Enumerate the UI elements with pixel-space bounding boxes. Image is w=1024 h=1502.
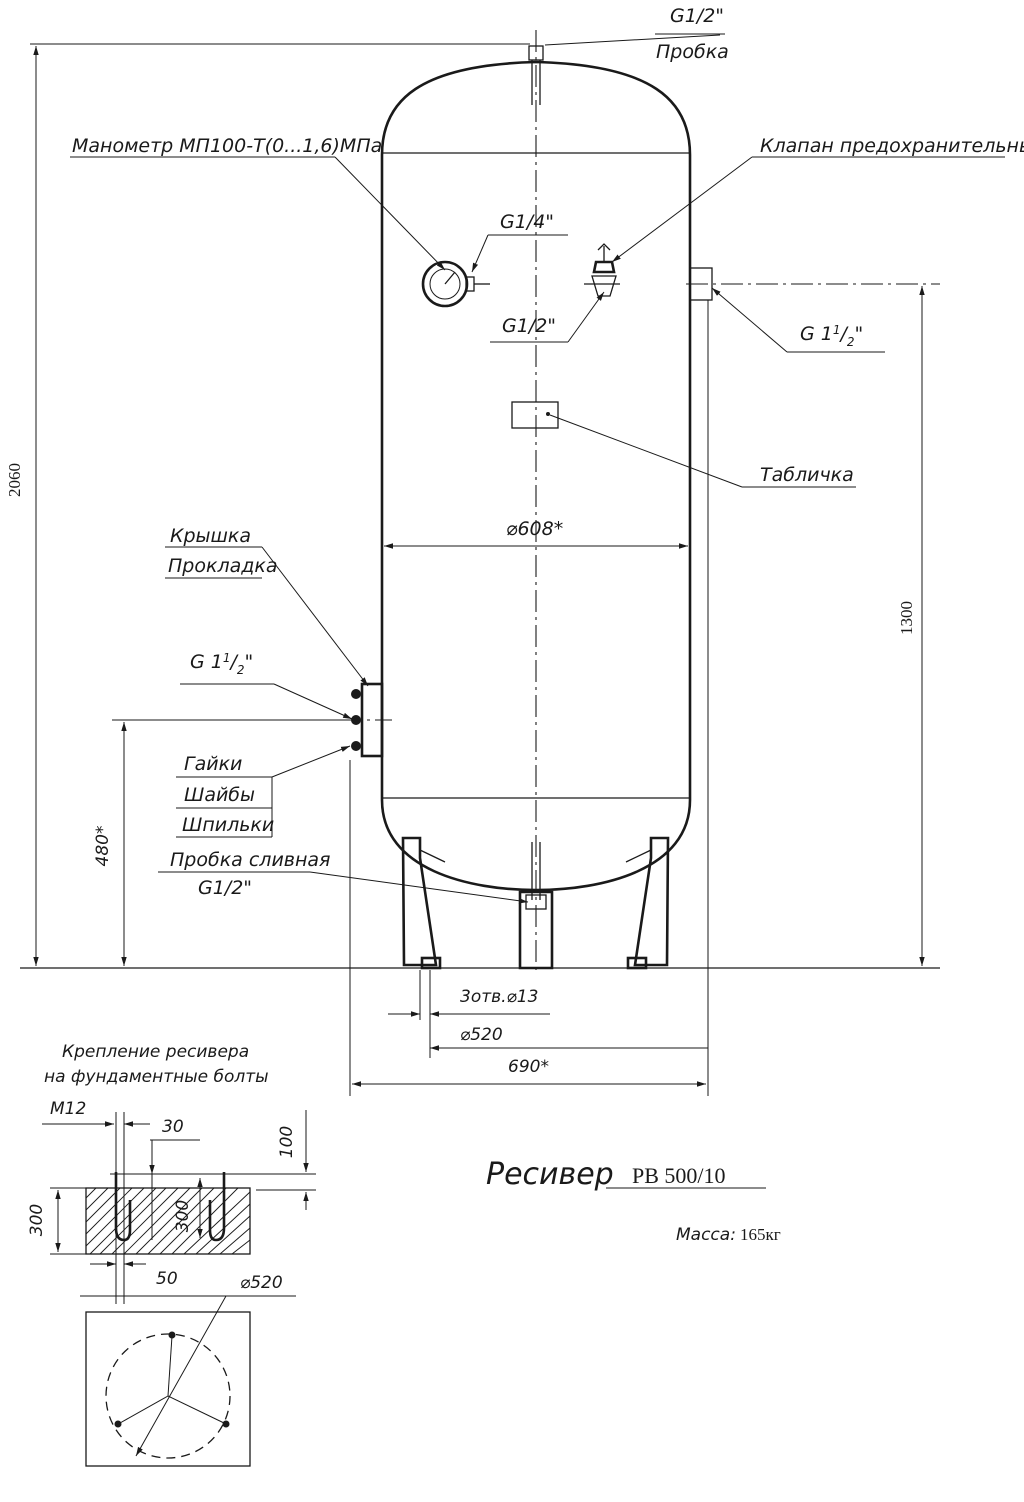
top-plug-size-label: G1/2" (670, 5, 724, 27)
drain-plug-leader (309, 871, 529, 904)
title-model: РВ 500/10 (632, 1163, 726, 1188)
detail-dim-100: 100 (277, 1126, 297, 1158)
fasteners-leader (271, 745, 351, 778)
detail-dim-50: 50 (156, 1269, 178, 1289)
valve-port-label: G1/2" (502, 315, 556, 337)
base-width-label: 690* (508, 1057, 549, 1077)
manometer-leader (334, 156, 446, 271)
top-plug-icon (528, 45, 544, 105)
title-name: Ресивер (486, 1157, 614, 1192)
manometer-port-label: G1/4" (500, 211, 554, 233)
plan-bolt-circle-leader (135, 1295, 227, 1457)
hatch-cover-icon (340, 682, 392, 758)
safety-valve-label: Клапан предохранительный (760, 135, 1024, 157)
side-port-icon (686, 267, 940, 301)
diameter-label: ⌀608* (506, 518, 563, 540)
detail-dim-300-left: 300 (27, 1204, 47, 1236)
drain-plug-size-label: G1/2" (198, 877, 252, 899)
hatch-port-label: G 11/2" (190, 651, 253, 677)
hatch-port-leader (273, 683, 353, 720)
bolt-circle-label: ⌀520 (460, 1025, 503, 1045)
detail-dim-30: 30 (162, 1117, 184, 1137)
mass-label: Масса: (676, 1225, 736, 1245)
foundation-plan (85, 1311, 251, 1467)
cover-label: Крышка (170, 525, 251, 547)
height-hatch-label: 480* (93, 826, 113, 867)
plate-leader (549, 414, 743, 488)
height-total-label: 2060 (5, 463, 24, 497)
manometer-port-leader (471, 234, 489, 273)
safety-valve-icon (584, 243, 620, 297)
detail-dim-300-inner: 300 (173, 1200, 193, 1232)
studs-label: Шпильки (182, 814, 274, 836)
detail-bolt-label: М12 (50, 1099, 86, 1119)
manometer-label: Манометр МП100-Т(0...1,6)МПа (72, 135, 382, 157)
cover-leader (261, 546, 369, 687)
vessel-body (380, 30, 692, 975)
mass-value: 165кг (740, 1225, 781, 1244)
plate-label: Табличка (760, 464, 854, 486)
top-plug-label: Пробка (656, 41, 729, 63)
detail-bolt-circle-label: ⌀520 (240, 1273, 283, 1293)
height-side-port-label: 1300 (897, 601, 916, 635)
side-port-leader (711, 287, 788, 353)
nuts-label: Гайки (184, 753, 242, 775)
foundation-section (85, 1172, 251, 1255)
safety-valve-leader (611, 156, 753, 263)
side-port-label: G 11/2" (800, 323, 863, 349)
drain-plug-label: Пробка сливная (170, 849, 330, 871)
washers-label: Шайбы (184, 784, 255, 806)
detail-title-line1: Крепление ресивера (62, 1042, 249, 1062)
nameplate-icon (511, 401, 559, 429)
detail-title-line2: на фундаментные болты (44, 1067, 269, 1087)
top-plug-leader (544, 34, 721, 46)
manometer-icon (421, 260, 490, 308)
valve-port-leader (567, 291, 605, 343)
holes-label: 3отв.⌀13 (460, 987, 538, 1007)
gasket-label: Прокладка (168, 555, 278, 577)
